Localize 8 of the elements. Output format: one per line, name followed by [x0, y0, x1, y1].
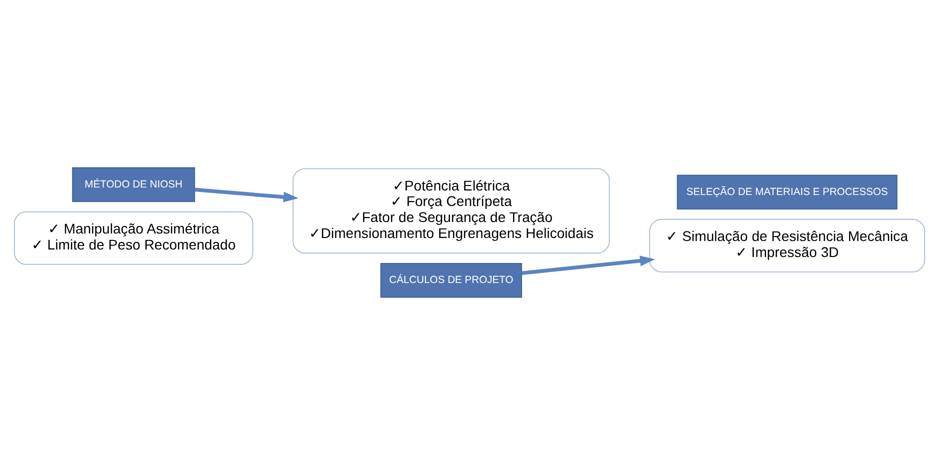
node-box: MÉTODO DE NIOSH	[72, 166, 196, 202]
node-box: ✓ Simulação de Resistência Mecânica ✓ Impressão 3D	[649, 218, 926, 272]
arrow	[522, 255, 656, 274]
node-box: ✓Potência Elétrica ✓ Força Centrípeta ✓Fator de Segurança de Tração ✓Dimensionamento Engrenagens Helicoidais	[292, 168, 610, 254]
node-box: CÁLCULOS DE PROJETO	[380, 262, 522, 298]
node-box: SELEÇÃO DE MATERIAIS E PROCESSOS	[676, 174, 898, 209]
arrow	[194, 187, 299, 202]
node-box: ✓ Manipulação Assimétrica ✓ Limite de Peso Recomendado	[14, 210, 254, 264]
